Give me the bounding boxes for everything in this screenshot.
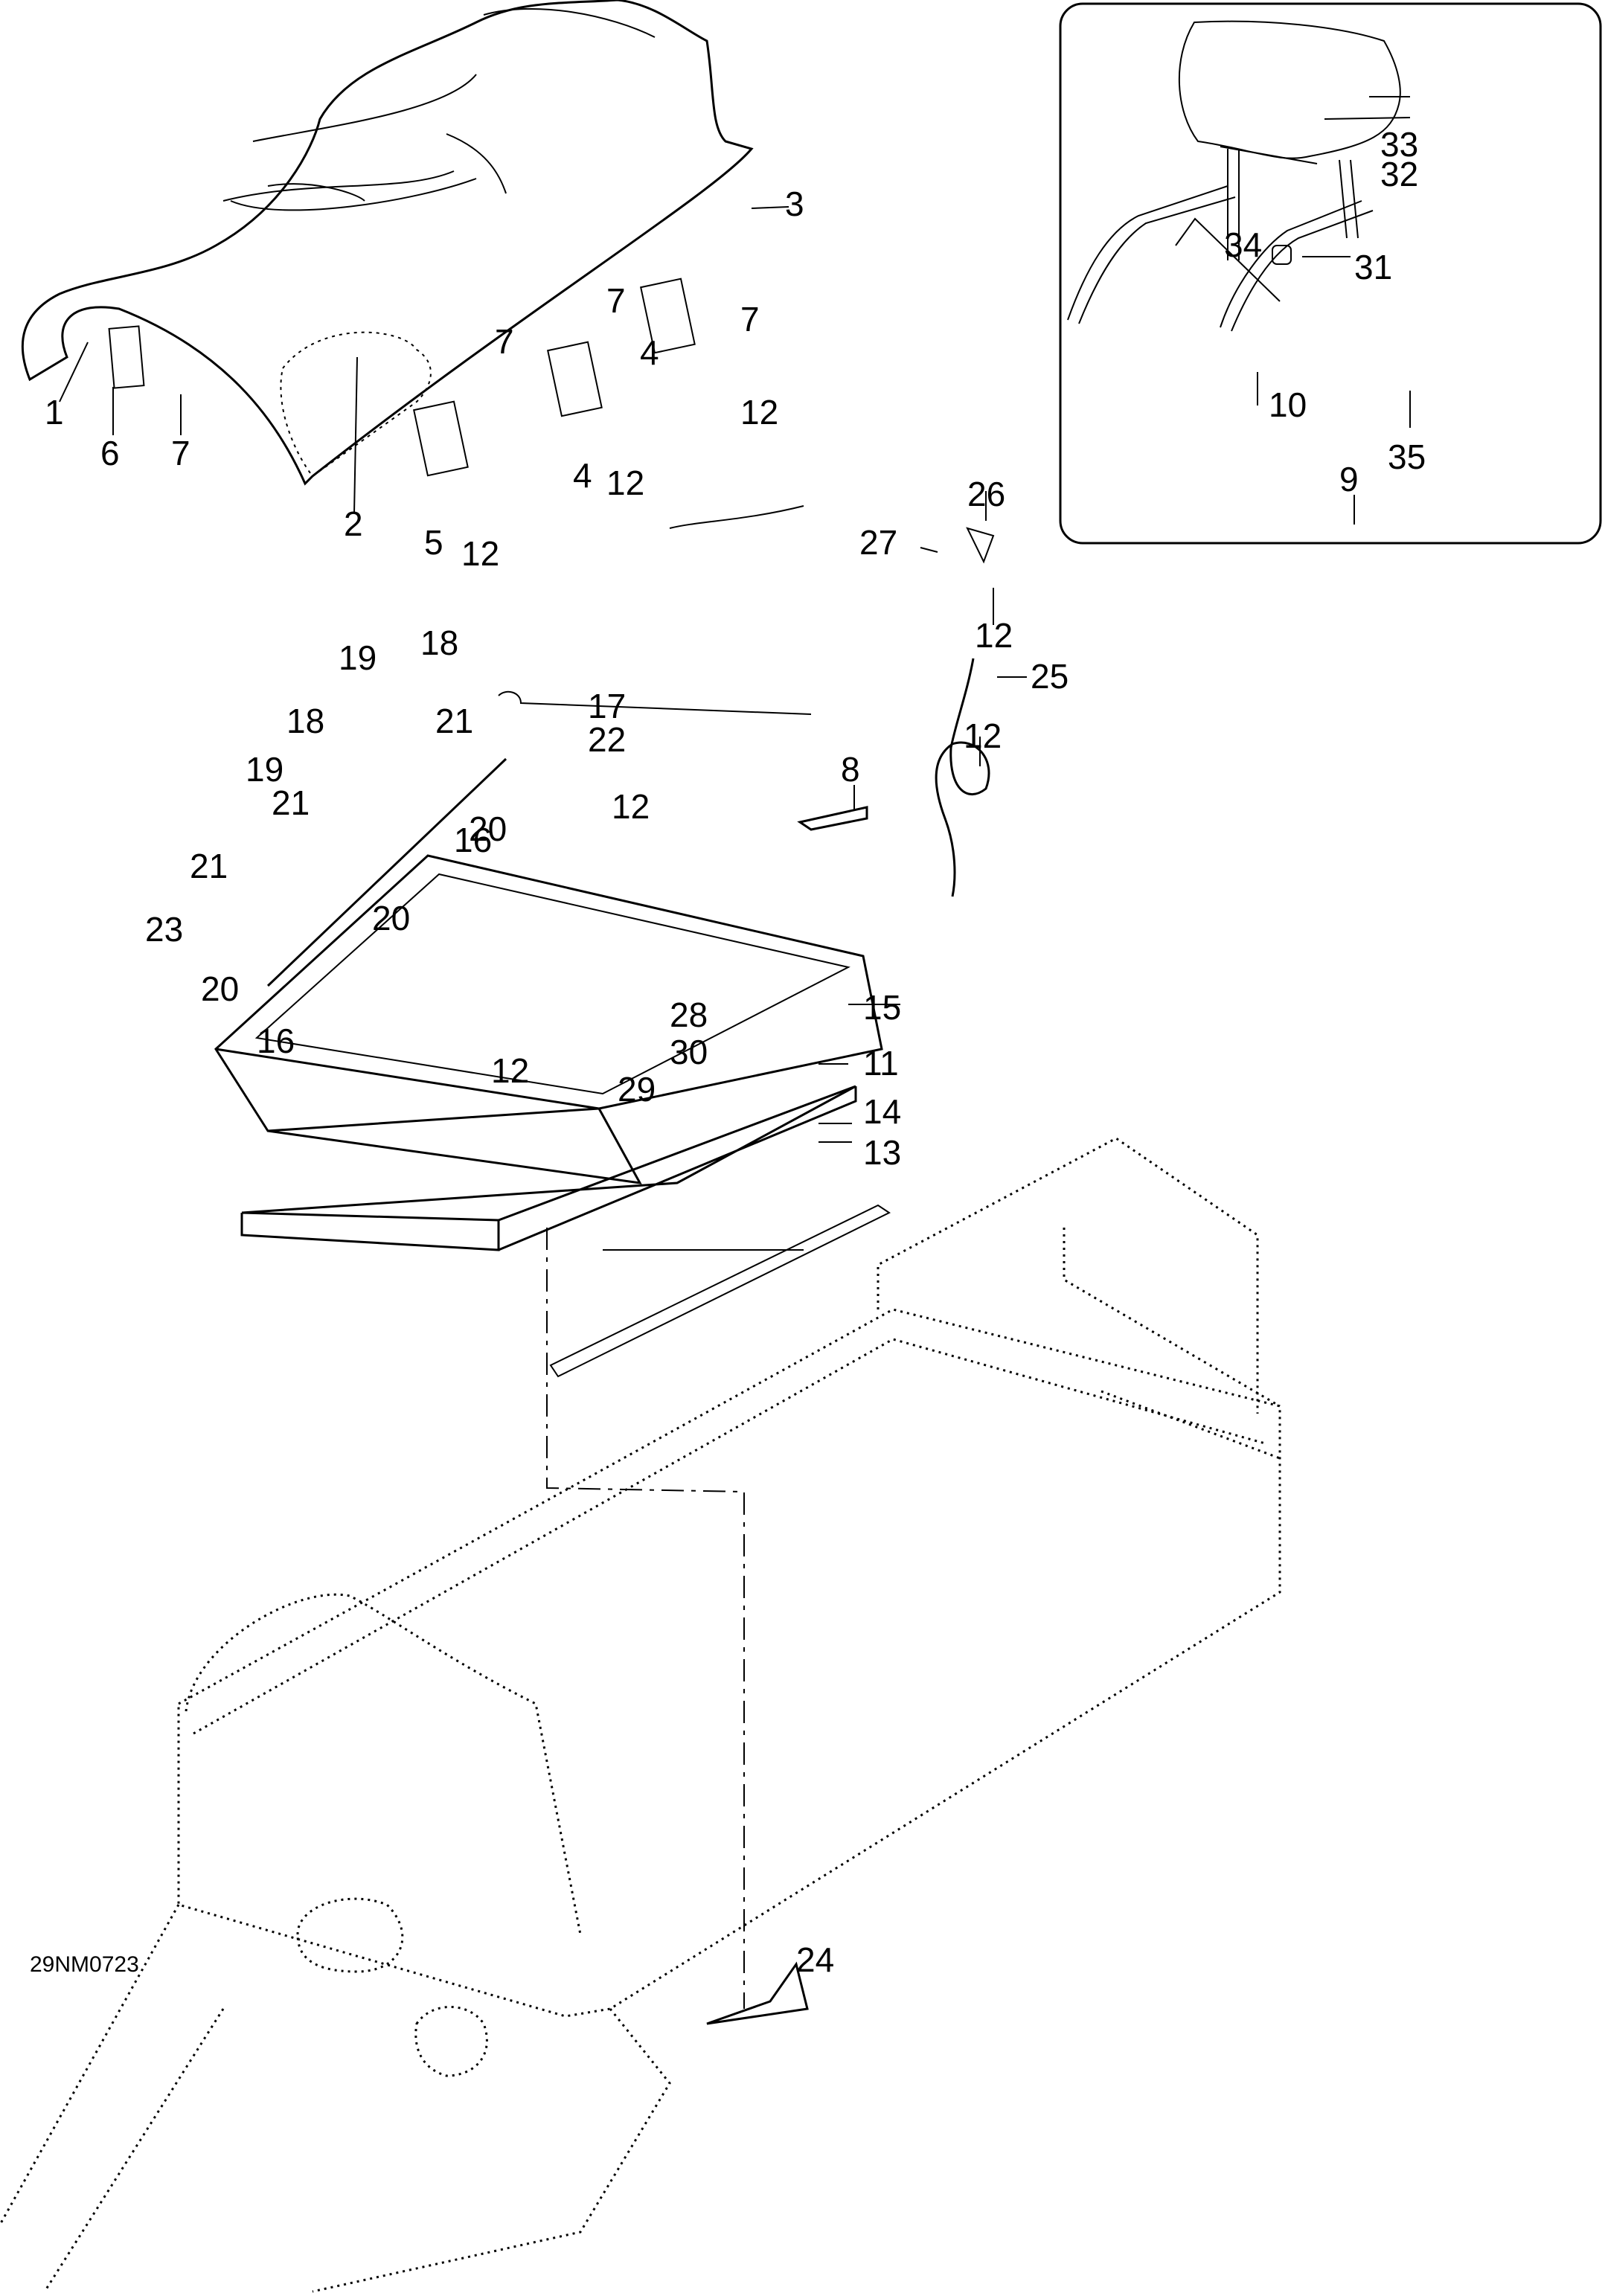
callout-18: 18 xyxy=(420,623,458,662)
callout-12: 12 xyxy=(964,716,1002,755)
callout-20: 20 xyxy=(372,899,410,937)
callout-28: 28 xyxy=(670,995,708,1034)
callout-21: 21 xyxy=(190,847,228,885)
callout-30: 30 xyxy=(670,1033,708,1071)
callout-12: 12 xyxy=(461,534,499,573)
callout-1: 1 xyxy=(45,393,64,432)
callout-15: 15 xyxy=(863,988,901,1027)
callout-20: 20 xyxy=(469,809,507,848)
callout-4: 4 xyxy=(640,333,659,372)
callout-12: 12 xyxy=(491,1051,529,1090)
callout-32: 32 xyxy=(1380,155,1418,193)
callout-20: 20 xyxy=(201,969,239,1008)
callout-18: 18 xyxy=(286,702,324,740)
callout-23: 23 xyxy=(145,910,183,949)
callout-2: 2 xyxy=(344,504,363,543)
callout-19: 19 xyxy=(339,638,377,677)
backrest-drawing xyxy=(1067,20,1401,332)
callout-27: 27 xyxy=(859,523,897,562)
callout-9: 9 xyxy=(1339,460,1359,498)
callout-7: 7 xyxy=(495,322,514,361)
callout-6: 6 xyxy=(100,434,120,472)
tether-cable xyxy=(935,658,990,897)
callout-29: 29 xyxy=(618,1070,656,1109)
cable-plate xyxy=(966,527,995,564)
callout-21: 21 xyxy=(435,702,473,740)
storage-box-drawing xyxy=(214,690,891,1378)
callout-12: 12 xyxy=(612,787,650,826)
callout-5: 5 xyxy=(424,523,443,562)
drawing-code: 29NM0723 xyxy=(30,1952,139,1977)
callout-35: 35 xyxy=(1388,437,1426,476)
seat-drawing xyxy=(21,0,804,529)
callout-4: 4 xyxy=(573,456,592,495)
callout-7: 7 xyxy=(740,300,760,339)
callout-7: 7 xyxy=(171,434,190,472)
seat-hinges xyxy=(108,278,696,477)
callout-26: 26 xyxy=(967,475,1005,513)
callout-leaders xyxy=(59,96,1411,1143)
callout-25: 25 xyxy=(1031,657,1069,696)
callout-19: 19 xyxy=(246,750,283,789)
callout-16: 16 xyxy=(454,821,492,859)
callout-31: 31 xyxy=(1354,248,1392,286)
callout-13: 13 xyxy=(863,1133,901,1172)
callout-33: 33 xyxy=(1380,125,1418,164)
callout-14: 14 xyxy=(863,1092,901,1131)
callout-12: 12 xyxy=(975,616,1013,655)
callout-8: 8 xyxy=(841,750,860,789)
callout-17: 17 xyxy=(588,687,626,725)
callout-11: 11 xyxy=(863,1044,899,1083)
callout-3: 3 xyxy=(785,185,804,223)
callout-7: 7 xyxy=(606,281,626,320)
backrest-inset-frame xyxy=(1059,2,1602,545)
callout-12: 12 xyxy=(740,393,778,432)
callout-24: 24 xyxy=(796,1940,834,1979)
alignment-line xyxy=(546,1228,745,2009)
callout-16: 16 xyxy=(257,1022,295,1060)
callout-22: 22 xyxy=(588,720,626,759)
callout-12: 12 xyxy=(606,464,644,502)
callout-21: 21 xyxy=(272,783,310,822)
callout-10: 10 xyxy=(1269,385,1307,424)
callout-34: 34 xyxy=(1224,225,1262,264)
chassis-drawing xyxy=(0,1137,1281,2293)
